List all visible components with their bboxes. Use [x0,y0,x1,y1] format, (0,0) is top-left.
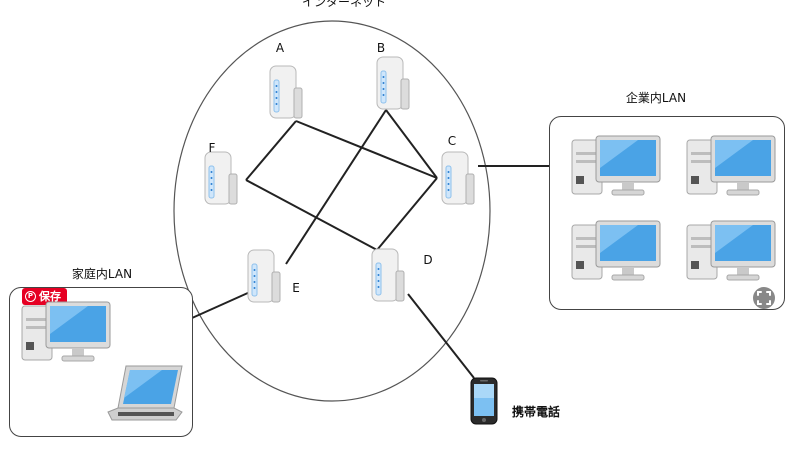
expand-icon [757,291,771,305]
router-icon [204,151,238,205]
link-f-d [245,179,378,251]
pinterest-icon: P [25,291,36,302]
home-lan-label: 家庭内LAN [71,267,133,281]
router-d-label: D [423,253,433,267]
router-icon [376,56,410,110]
internet-cloud [173,20,491,402]
router-icon [371,248,405,302]
internet-label: インターネット [301,0,387,9]
router-icon [247,249,281,303]
router-a-label: A [275,41,285,55]
router-icon [441,151,475,205]
link-e-home [191,291,251,319]
router-b-label: B [376,41,386,55]
desktop-pc-icon [571,135,661,196]
link-b-c [385,109,438,179]
link-a-c [295,120,438,179]
router-f-label: F [208,141,216,155]
save-button-label: 保存 [39,290,61,303]
mobile-phone-icon [470,377,498,425]
router-e-label: E [292,281,300,295]
link-d-mobile [407,293,475,379]
save-button[interactable]: P 保存 [22,288,67,305]
desktop-pc-icon [686,135,776,196]
router-icon [269,65,303,119]
laptop-icon [107,365,183,421]
desktop-pc-icon [571,220,661,281]
corporate-lan-label: 企業内LAN [625,91,687,105]
desktop-pc-icon [686,220,776,281]
link-a-f [245,120,297,181]
router-c-label: C [447,134,457,148]
link-b-e [285,109,387,265]
desktop-pc-icon [21,301,111,362]
link-d-c [376,177,438,251]
expand-button[interactable] [753,287,775,309]
mobile-label: 携帯電話 [512,405,561,419]
